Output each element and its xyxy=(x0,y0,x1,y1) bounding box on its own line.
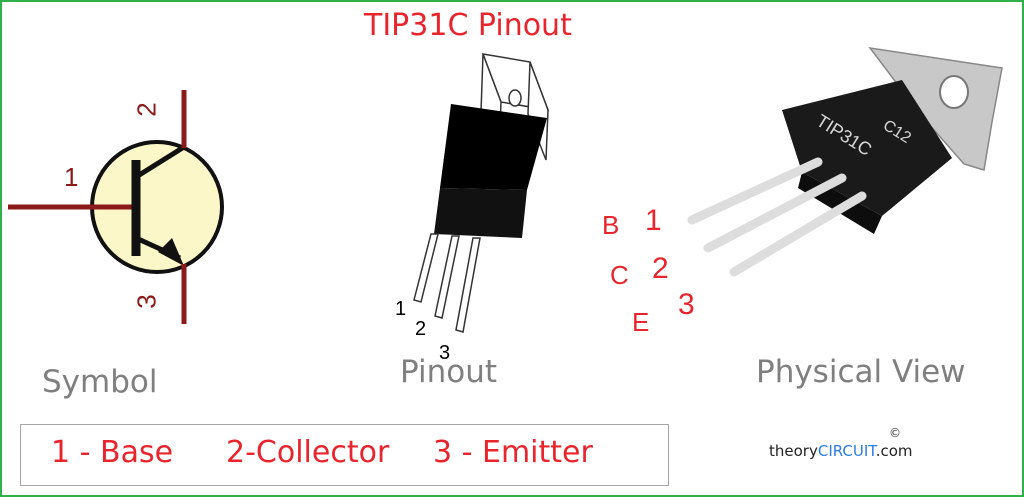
lead-1 xyxy=(413,233,439,303)
brand-accent: CIRCUIT xyxy=(817,442,876,460)
legend-collector: 2-Collector xyxy=(226,435,390,470)
physical-lead-3 xyxy=(729,191,867,277)
collector-line xyxy=(134,144,186,180)
copyright-symbol: © xyxy=(889,426,901,440)
pinout-pin-1-label: 1 xyxy=(395,298,407,320)
brand-suffix: .com xyxy=(875,442,913,460)
physical-pin-2-label: 2 xyxy=(652,252,669,285)
physical-view-caption: Physical View xyxy=(756,354,966,390)
emitter-letter: E xyxy=(632,307,650,337)
body xyxy=(782,80,952,216)
brand-prefix: theory xyxy=(769,442,818,460)
transistor-symbol xyxy=(8,90,224,324)
symbol-caption: Symbol xyxy=(42,364,158,400)
physical-package: TIP31C C12 xyxy=(687,46,1003,277)
pin-legend: 1 - Base 2-Collector 3 - Emitter xyxy=(20,424,669,486)
mount-hole xyxy=(508,89,522,107)
physical-pin-1-label: 1 xyxy=(645,204,662,237)
lead-2 xyxy=(434,235,460,319)
symbol-pin-1-label: 1 xyxy=(64,162,79,192)
body-front xyxy=(434,188,527,238)
pinout-package xyxy=(413,53,550,333)
pinout-pin-2-label: 2 xyxy=(415,318,427,340)
physical-lead-1 xyxy=(687,157,823,225)
tab-side-right xyxy=(527,61,549,161)
collector-letter: C xyxy=(610,260,629,290)
symbol-pin-3-label: 3 xyxy=(131,294,162,309)
diagram-title: TIP31C Pinout xyxy=(364,8,572,43)
site-brand: theoryCIRCUIT.com xyxy=(769,442,913,460)
physical-lead-2 xyxy=(703,173,847,253)
lead-3 xyxy=(455,237,481,333)
pinout-caption: Pinout xyxy=(400,354,498,390)
physical-pin-3-label: 3 xyxy=(678,288,695,321)
tab-hole xyxy=(939,75,969,109)
base-letter: B xyxy=(602,210,620,240)
body-top xyxy=(440,104,547,190)
pinout-pin-3-label: 3 xyxy=(439,342,451,364)
legend-emitter: 3 - Emitter xyxy=(433,435,593,470)
legend-base: 1 - Base xyxy=(51,435,174,470)
symbol-pin-2-label: 2 xyxy=(131,102,162,117)
emitter-arrow xyxy=(158,238,184,266)
